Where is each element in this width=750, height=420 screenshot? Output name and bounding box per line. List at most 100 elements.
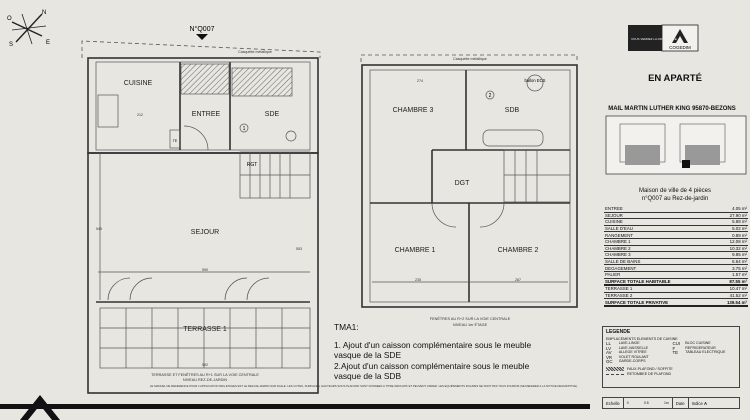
index-label: Indice [691, 400, 703, 406]
dash-swatch [606, 373, 624, 377]
legend-title: LEGENDE [606, 329, 631, 335]
compass-north: N [42, 10, 46, 16]
legend-text: LAVE-VAISSELLE [618, 345, 648, 350]
legend-code [673, 359, 683, 364]
legend-code: GC [606, 359, 613, 365]
area-value: 0.89 m² [712, 231, 748, 239]
area-value: 10.32 m² [712, 245, 748, 253]
dimension: 287 [515, 278, 521, 282]
legend-dash-label: RETOMBEE DE PLAFOND [627, 371, 672, 376]
marker-1: 1 [243, 126, 246, 132]
room-terrasse-1: TERRASSE 1 [183, 326, 227, 333]
disclaimer-text: LE MANUEL DE REFERENCE POUR L'APPLICATIO… [150, 384, 578, 388]
tma-line: vasque de la SDE [334, 350, 402, 360]
area-label: CUISINE [604, 218, 713, 226]
area-value: 5.02 m² [712, 225, 748, 233]
dimension: 590 [202, 268, 208, 272]
area-value: 6.64 m² [712, 258, 748, 266]
legend: LEGENDE EMPLACEMENTS ELEMENTS DE CUISINE… [602, 326, 740, 388]
svg-text:COGEDIM: COGEDIM [669, 45, 691, 50]
tma-line: 1. Ajout d'un caisson complémentaire sou… [334, 339, 532, 350]
legend-text: LAVE-LINGE [618, 341, 640, 345]
marker-2: 2 [489, 93, 492, 99]
tma-notes: TMA1: 1. Ajout d'un caisson complémentai… [334, 322, 531, 382]
dimension: 274 [417, 79, 423, 83]
compass-east: E [46, 40, 50, 46]
canopy-label: Casquette métallique [453, 57, 487, 61]
room-chambre-2: CHAMBRE 2 [498, 247, 539, 254]
area-label: DEGAGEMENT [604, 264, 713, 272]
room-chambre-3: CHAMBRE 3 [393, 107, 434, 114]
first-floor-plan: Casquette métallique ballon ECS 2 274 23… [360, 54, 578, 327]
area-value: 1.57 m² [712, 271, 748, 279]
hatch-swatch [606, 366, 624, 371]
area-value: 9.85 m² [712, 251, 748, 259]
area-value: 3.75 m² [712, 264, 748, 272]
area-label: CHAMBRE 1 [604, 238, 713, 246]
area-value: 10.47 m² [712, 285, 748, 293]
area-value: 27.90 m² [712, 212, 748, 220]
legend-subtitle: EMPLACEMENTS ELEMENTS DE CUISINE [606, 337, 678, 341]
title-block: Echelle 0 0.5 1m Date Indice A [602, 397, 740, 409]
area-label: SURFACE TOTALE PRIVATIVE [604, 298, 713, 307]
first-floor-caption: FENÊTRES AU R+2 SUR LA VOIE CENTRALE [430, 316, 511, 321]
footer-bar [0, 404, 590, 409]
staircase: RGT [239, 151, 311, 199]
room-dgt: DGT [455, 180, 471, 187]
room-chambre-1: CHAMBRE 1 [395, 247, 436, 254]
dimension: 212 [137, 113, 143, 117]
area-value: 5.88 m² [712, 218, 748, 226]
ground-floor-level: NIVEAU REZ-DE-JARDIN [183, 378, 228, 382]
tma-heading: TMA1: [334, 322, 359, 332]
room-cuisine: CUISINE [124, 80, 153, 87]
scale-tick: 1m [664, 401, 669, 405]
dimension: 592 [202, 363, 208, 367]
scale-label: Echelle [603, 398, 624, 408]
first-floor-level: NIVEAU 1er ÉTAGE [453, 322, 488, 327]
area-label: TERRASSE 1 [604, 285, 713, 293]
area-value: 87.55 m² [712, 278, 748, 287]
area-label: CHAMBRE 3 [604, 251, 713, 259]
room-entree: ENTREE [192, 111, 221, 118]
canopy-label: Casquette métallique [238, 50, 272, 54]
area-label: SALLE D'EAU [604, 225, 713, 233]
cogedim-logo: COGEDIM VOUS VERREZ LA DIFFÉRENCE [628, 24, 699, 52]
legend-text: ALLEGE VITREE [618, 350, 647, 355]
tma-line: vasque de la SDB [334, 371, 402, 381]
area-label: ENTREE [604, 206, 713, 213]
compass-rose-icon: O N E S [7, 10, 50, 48]
compass-south: S [9, 42, 13, 48]
legend-text [685, 359, 736, 364]
area-label: PALIER [604, 271, 713, 279]
toilet-icon [285, 130, 297, 142]
area-label: SALLE DE BAINS [604, 258, 713, 266]
legend-hatch-label: FAUX-PLAFOND / SOFFITE [627, 366, 673, 371]
area-label: RANGEMENT [604, 231, 713, 239]
date-label: Date [673, 398, 689, 408]
entrance-arrow-icon [196, 34, 208, 40]
room-sde: SDE [265, 111, 280, 118]
dimension: 553 [296, 247, 302, 251]
area-label: SURFACE TOTALE HABITABLE [604, 278, 713, 287]
address: MAIL MARTIN LUTHER KING 95870-BEZONS [608, 106, 736, 112]
dimension: 235 [415, 278, 421, 282]
legend-code: F [672, 345, 676, 351]
bathtub [482, 129, 544, 147]
room-sejour: SEJOUR [191, 229, 219, 236]
unit-type: Maison de ville de 4 pièces [638, 188, 712, 194]
